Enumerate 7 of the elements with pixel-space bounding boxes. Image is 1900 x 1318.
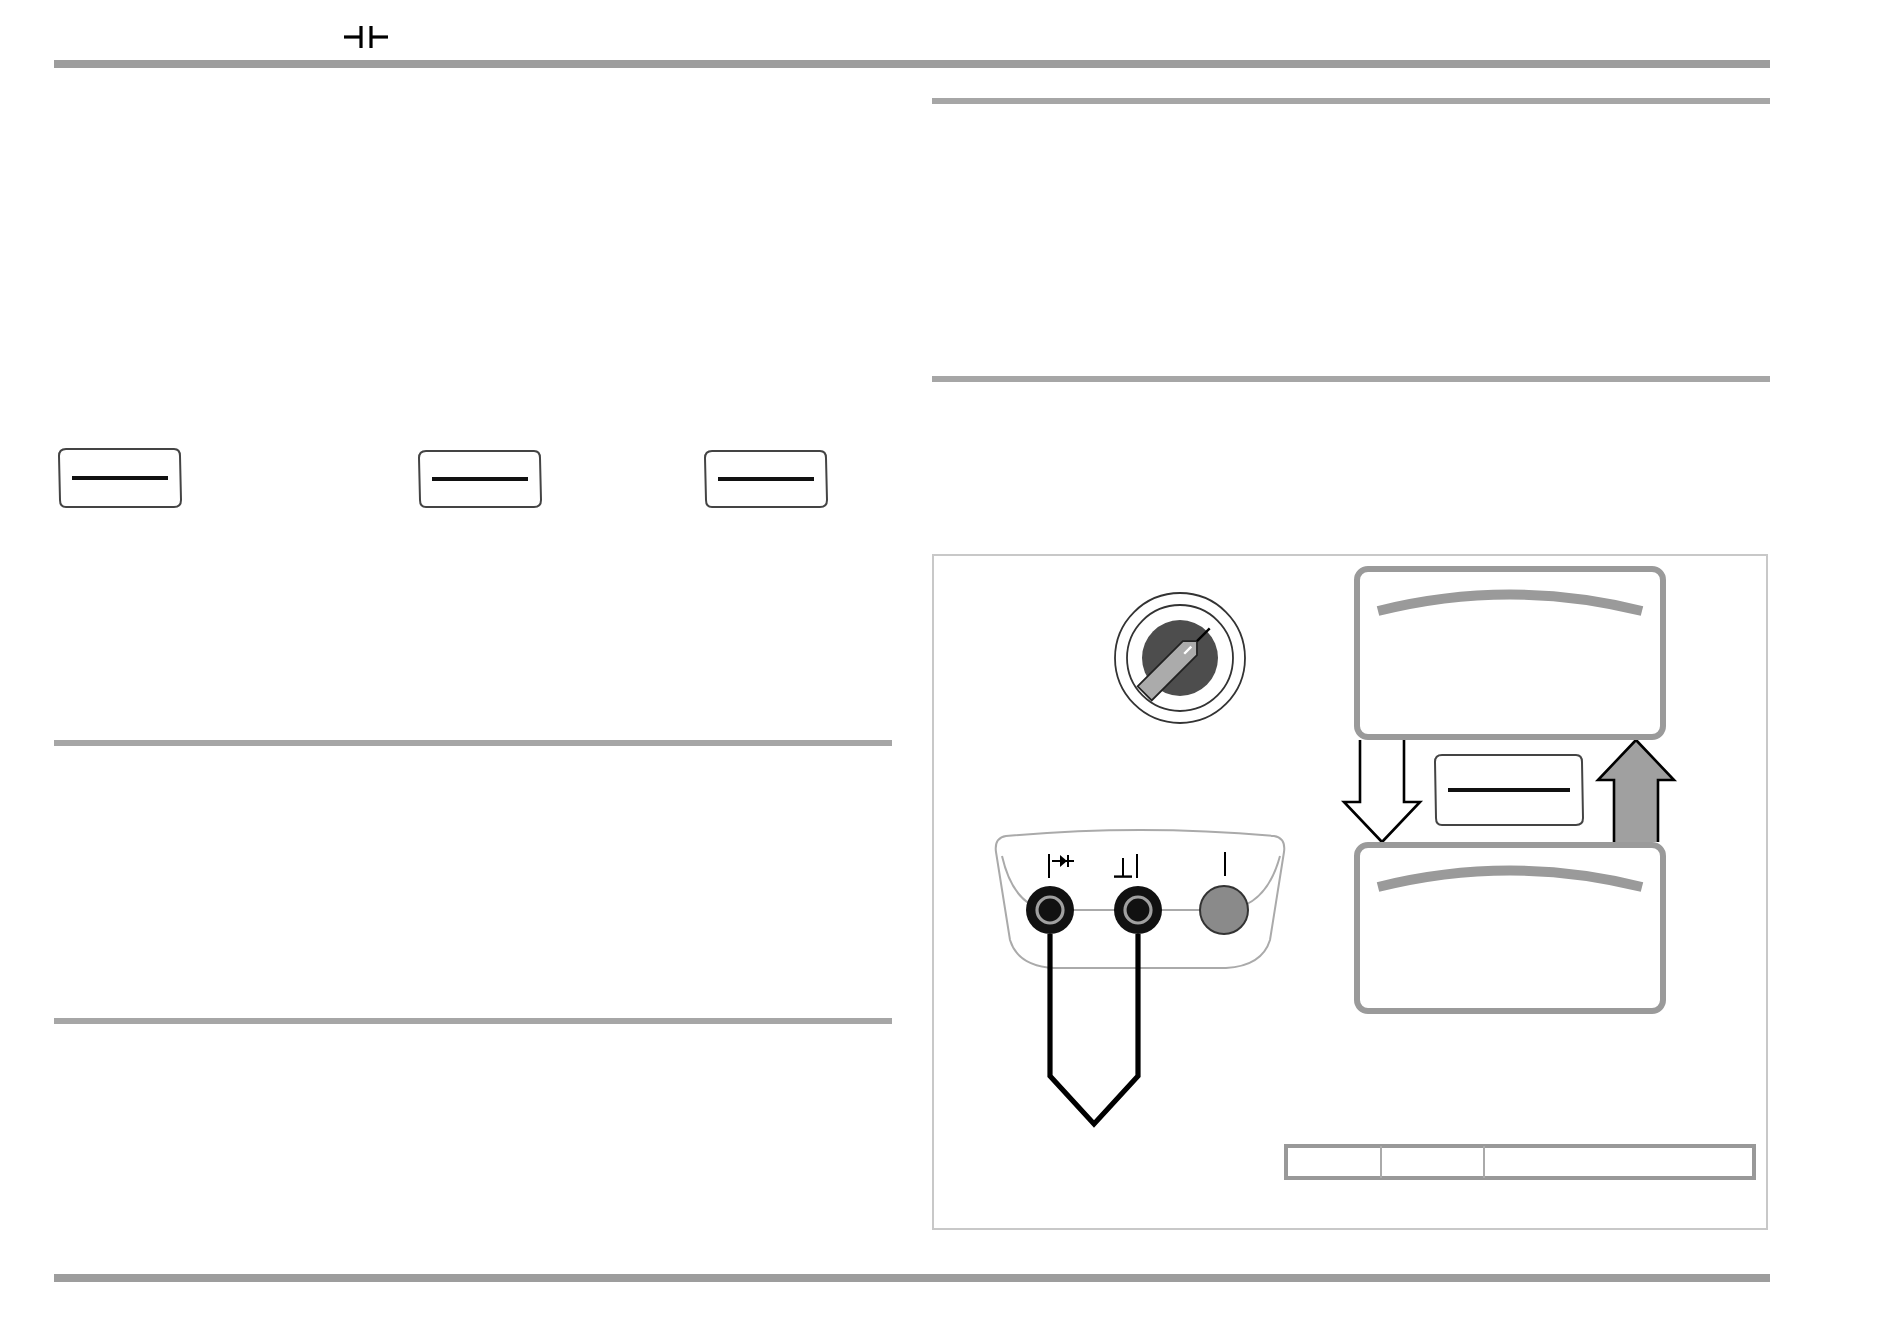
input-jack (1114, 886, 1162, 934)
test-lead (1047, 934, 1141, 1128)
lcd-display (1354, 842, 1666, 1014)
block-arrow (1594, 738, 1678, 844)
input-jack (1026, 886, 1074, 934)
block-arrow (1340, 738, 1424, 844)
lcd-display (1354, 566, 1666, 740)
